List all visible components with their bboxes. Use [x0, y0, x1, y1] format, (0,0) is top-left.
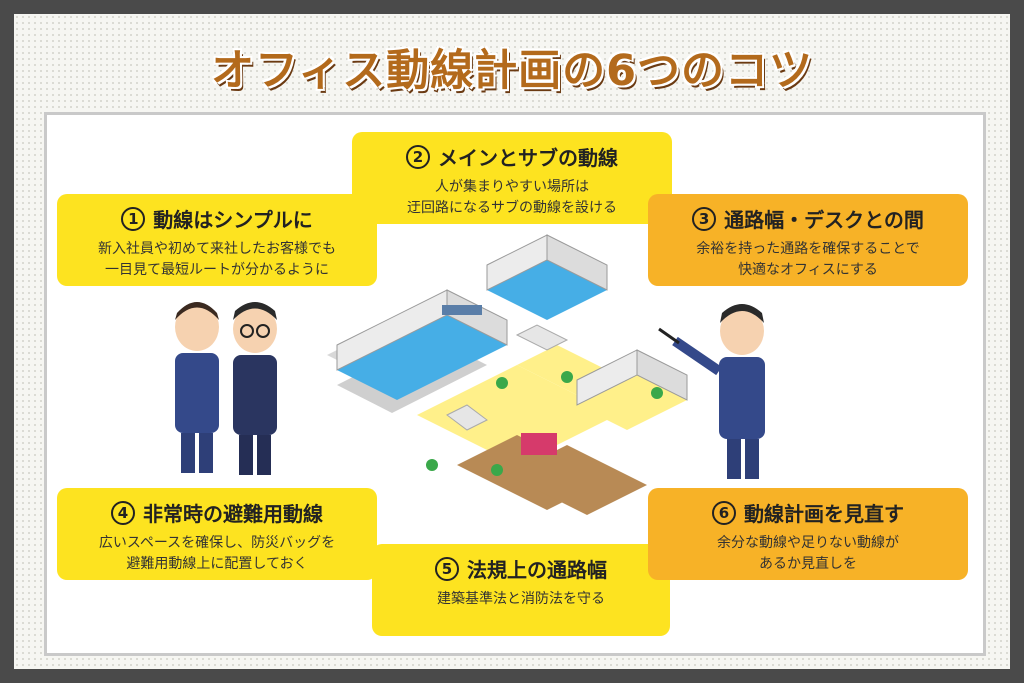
tip-card-2: 2 メインとサブの動線 人が集まりやすい場所は 迂回路になるサブの動線を設ける: [352, 132, 672, 224]
tip-number-1: 1: [121, 206, 146, 231]
tip-heading-5: 法規上の通路幅: [467, 558, 607, 582]
tip-text-3-line-2: 快適なオフィスにする: [738, 262, 878, 278]
tip-text-3-line-1: 余裕を持った通路を確保することで: [696, 241, 920, 257]
tip-card-6: 6 動線計画を見直す 余分な動線や足りない動線が あるか見直しを: [648, 488, 968, 580]
tip-card-3: 3 通路幅・デスクとの間 余裕を持った通路を確保することで 快適なオフィスにする: [648, 194, 968, 286]
tip-card-4: 4 非常時の避難用動線 広いスペースを確保し、防災バッグを 避難用動線上に配置して…: [57, 488, 377, 580]
tip-heading-2: メインとサブの動線: [438, 146, 618, 170]
tip-text-6-line-1: 余分な動線や足りない動線が: [717, 535, 899, 551]
tip-text-1-line-1: 新入社員や初めて来社したお客様でも: [98, 241, 336, 257]
two-colleagues-illustration: [175, 302, 277, 475]
tip-heading-6: 動線計画を見直す: [744, 502, 904, 526]
tip-number-6: 6: [712, 500, 736, 525]
infographic-frame: オフィス動線計画の6つのコツ: [14, 14, 1010, 669]
tip-text-2-line-1: 人が集まりやすい場所は: [435, 179, 589, 195]
office-illustration: [175, 234, 765, 515]
tip-text-5-line-1: 建築基準法と消防法を守る: [437, 591, 605, 607]
tip-heading-1: 動線はシンプルに: [153, 208, 313, 232]
presenter-illustration: [658, 304, 765, 479]
tip-number-3: 3: [692, 206, 717, 231]
tip-heading-3: 通路幅・デスクとの間: [724, 208, 924, 232]
office-floor-illustration: [327, 234, 688, 515]
tip-heading-4: 非常時の避難用動線: [143, 502, 323, 526]
tip-text-2-line-2: 迂回路になるサブの動線を設ける: [407, 200, 617, 216]
tip-card-1: 1 動線はシンプルに 新入社員や初めて来社したお客様でも 一目見て最短ルートが分か…: [57, 194, 377, 286]
tip-card-5: 5 法規上の通路幅 建築基準法と消防法を守る: [372, 544, 670, 636]
tip-number-2: 2: [406, 144, 430, 169]
tip-number-4: 4: [111, 500, 135, 525]
tip-text-6-line-2: あるか見直しを: [759, 556, 857, 572]
tip-number-5: 5: [435, 556, 459, 581]
page-title: オフィス動線計画の6つのコツ: [210, 46, 814, 96]
tip-text-4-line-1: 広いスペースを確保し、防災バッグを: [98, 535, 336, 551]
tip-text-1-line-2: 一目見て最短ルートが分かるように: [105, 262, 329, 278]
tip-text-4-line-2: 避難用動線上に配置しておく: [126, 556, 308, 572]
